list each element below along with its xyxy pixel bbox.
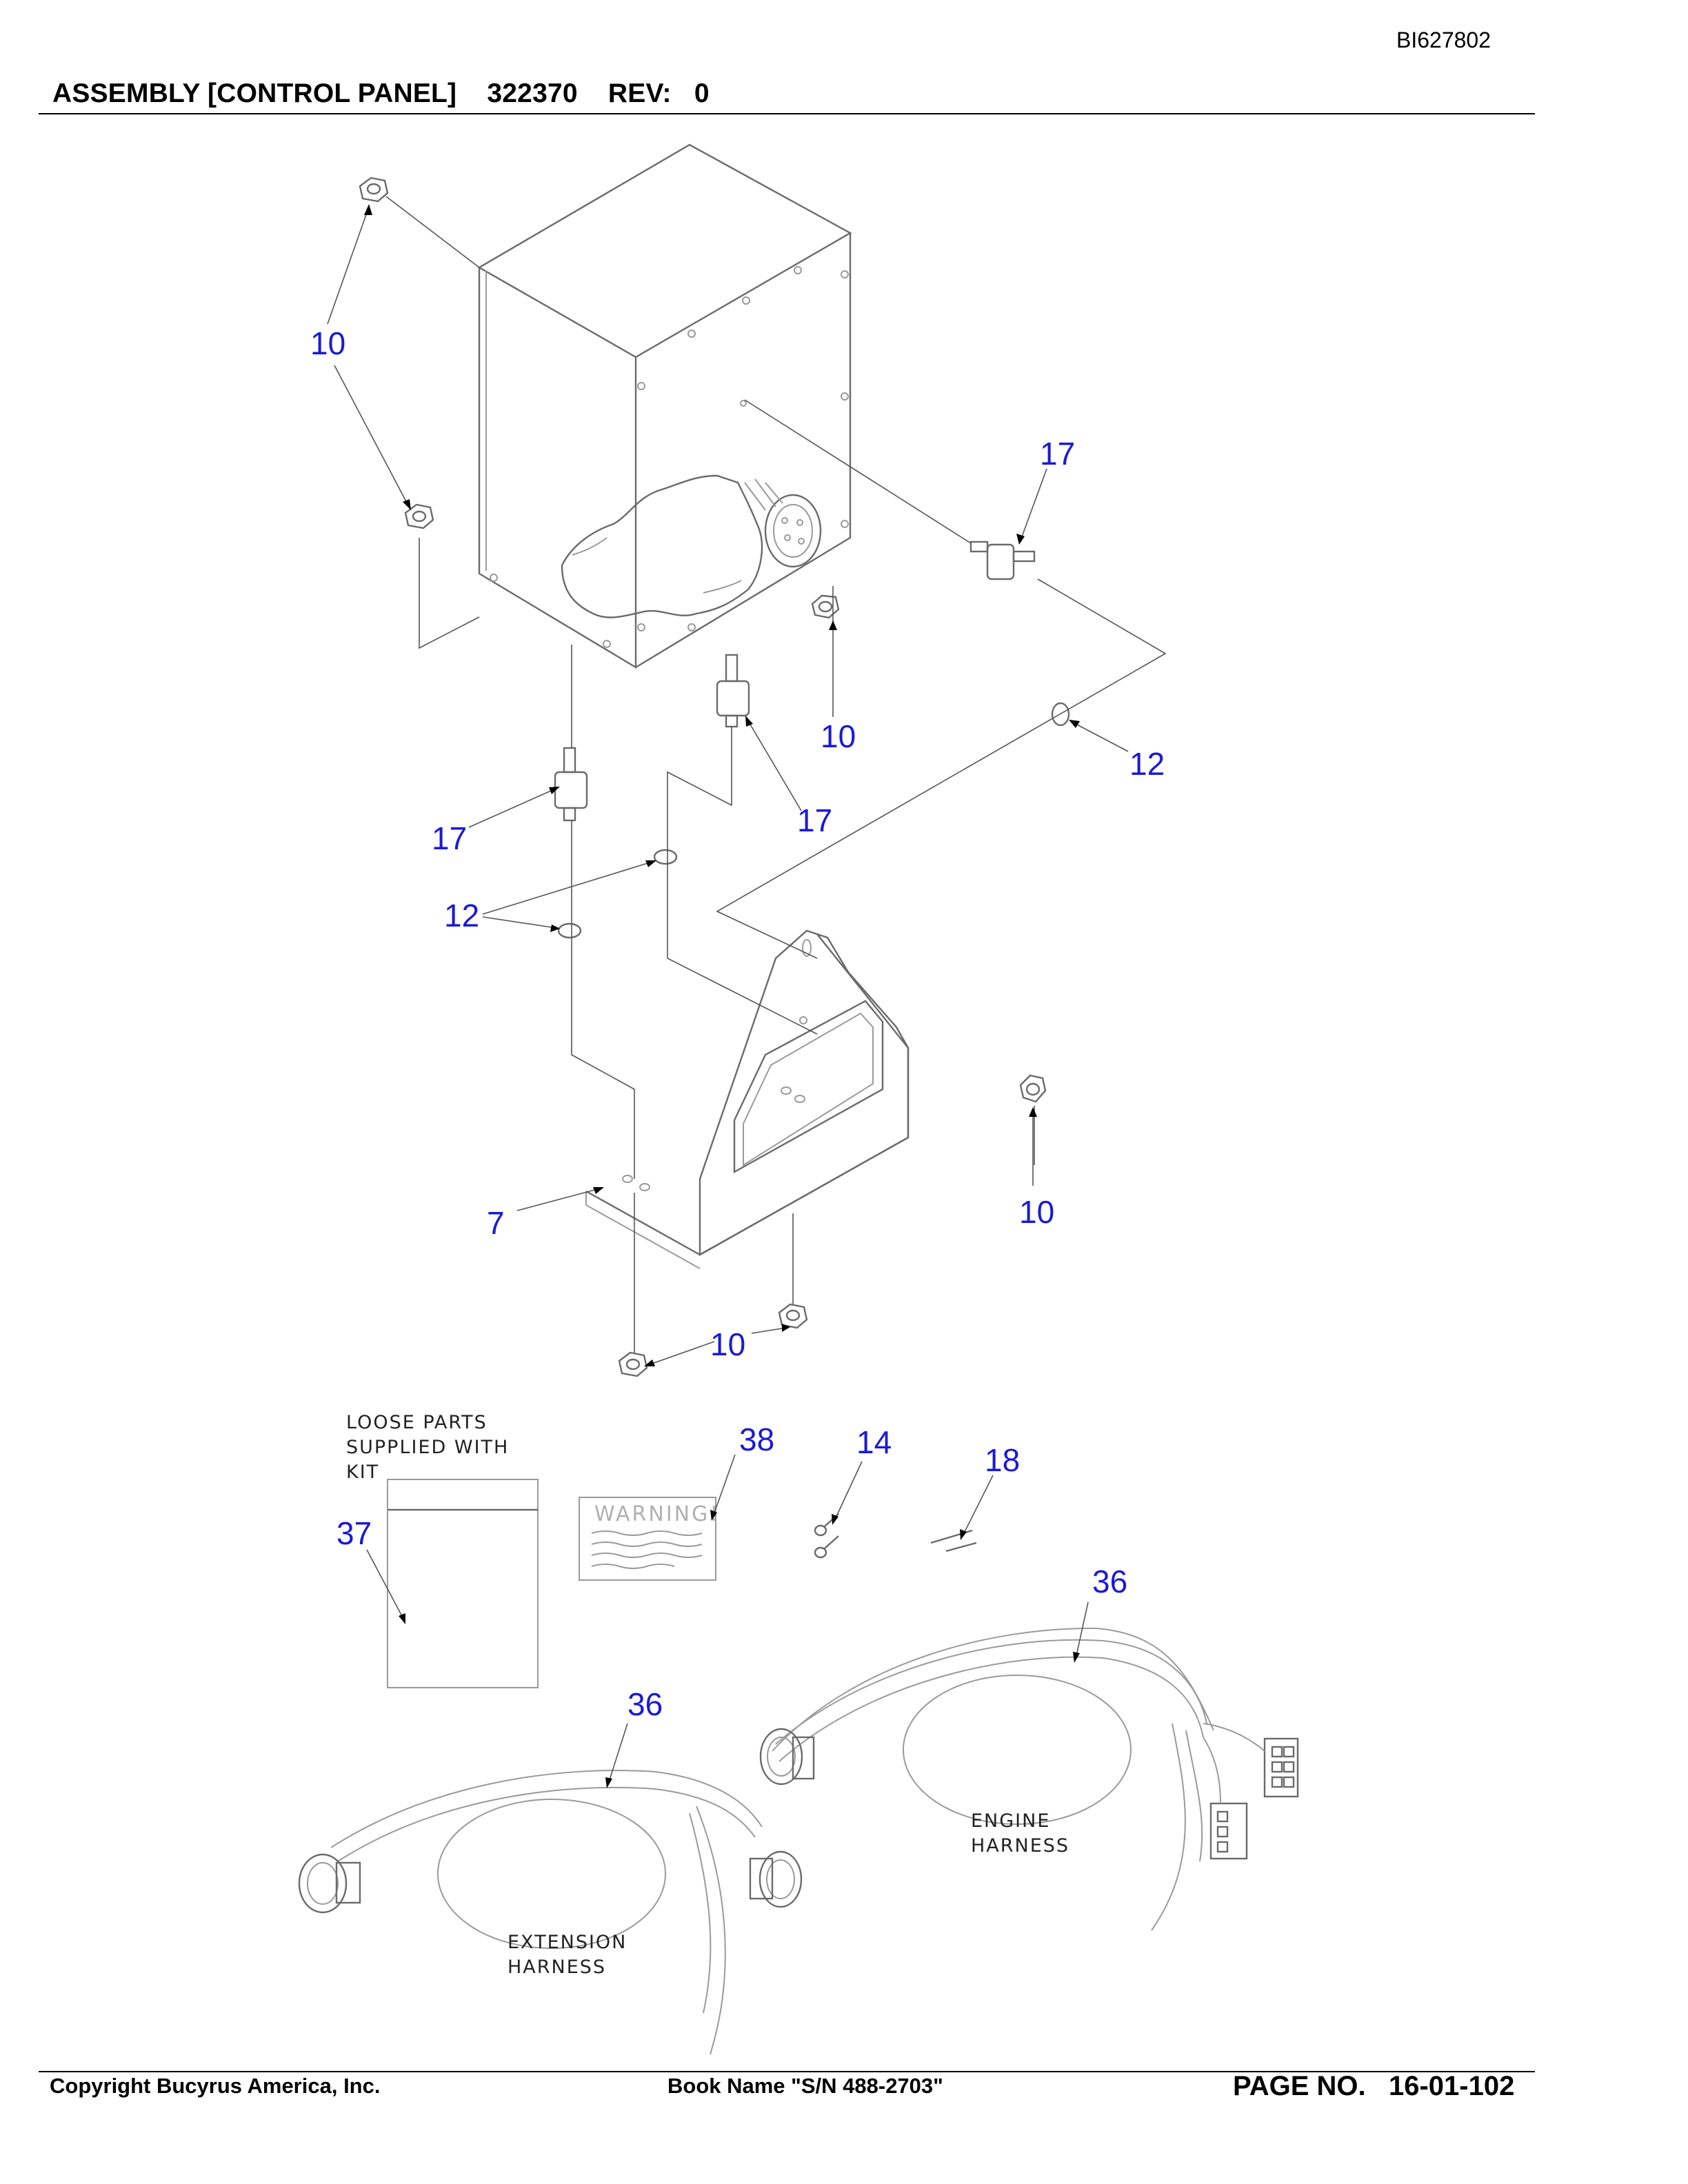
callout-37: 37 — [336, 1515, 372, 1551]
callout-leaders — [327, 204, 1129, 1366]
callout-17-mid: 17 — [797, 802, 832, 838]
control-panel-enclosure — [477, 143, 852, 669]
callout-12-left: 12 — [444, 898, 479, 933]
callout-numbers: 10 17 10 12 17 17 12 7 10 10 38 14 18 37… — [310, 325, 1165, 1722]
callout-17-right: 17 — [1040, 436, 1075, 472]
callout-17-left: 17 — [432, 820, 467, 856]
page-header: ASSEMBLY [CONTROL PANEL] 322370 REV: 0 — [52, 79, 710, 109]
extension-harness-label-line1: EXTENSION — [508, 1932, 627, 1953]
hex-nuts — [359, 176, 1047, 1377]
callout-12-right: 12 — [1129, 746, 1165, 782]
callout-38: 38 — [739, 1422, 774, 1457]
drawing-notes: LOOSE PARTS SUPPLIED WITH KIT ENGINE HAR… — [346, 1412, 1069, 1978]
copyright: Copyright Bucyrus America, Inc. — [50, 2074, 381, 2098]
callout-10-bracket: 10 — [1019, 1194, 1054, 1230]
callout-14: 14 — [856, 1424, 892, 1460]
part-number: 322370 — [487, 79, 578, 108]
page-value: 16-01-102 — [1388, 2071, 1515, 2101]
warning-decal: WARNING! — [579, 1454, 736, 1581]
cable-ties — [930, 1475, 994, 1553]
callout-18: 18 — [985, 1442, 1020, 1478]
lock-washers — [557, 702, 1070, 939]
self-tapping-screws — [814, 1461, 863, 1559]
extension-harness-label-line2: HARNESS — [508, 1957, 606, 1978]
callout-7: 7 — [487, 1205, 505, 1241]
engine-harness — [759, 1601, 1299, 1931]
callout-10-top: 10 — [310, 325, 345, 361]
engine-harness-label-line2: HARNESS — [971, 1835, 1069, 1857]
assembly-center-lines — [385, 196, 1167, 1353]
mounting-bracket — [585, 929, 910, 1269]
footer-rule — [39, 2071, 1535, 2072]
loose-parts-note-line3: KIT — [346, 1462, 379, 1483]
rev-label: REV: — [607, 79, 672, 108]
extension-harness — [298, 1723, 803, 2055]
callout-36-extension: 36 — [627, 1686, 663, 1722]
assembly-title: ASSEMBLY [CONTROL PANEL] — [52, 79, 457, 108]
panel-connector — [744, 478, 822, 568]
document-id: BI627802 — [1396, 28, 1491, 52]
loose-parts-note-line2: SUPPLIED WITH — [346, 1437, 509, 1458]
loose-parts-note-line1: LOOSE PARTS — [346, 1412, 488, 1433]
warning-decal-text: WARNING! — [594, 1502, 720, 1526]
rev-value: 0 — [694, 79, 710, 108]
page-number: PAGE NO. 16-01-102 — [1233, 2071, 1514, 2102]
engine-harness-label-line1: ENGINE — [971, 1810, 1050, 1832]
shock-mounts — [554, 540, 1036, 822]
callout-36-engine: 36 — [1092, 1564, 1127, 1599]
callout-10-bottom: 10 — [710, 1326, 745, 1362]
callout-10-mid: 10 — [821, 718, 856, 754]
header-rule — [39, 113, 1535, 114]
page-label: PAGE NO. — [1233, 2071, 1366, 2101]
loose-parts-bag — [366, 1479, 539, 1688]
book-name: Book Name "S/N 488-2703" — [667, 2074, 943, 2098]
